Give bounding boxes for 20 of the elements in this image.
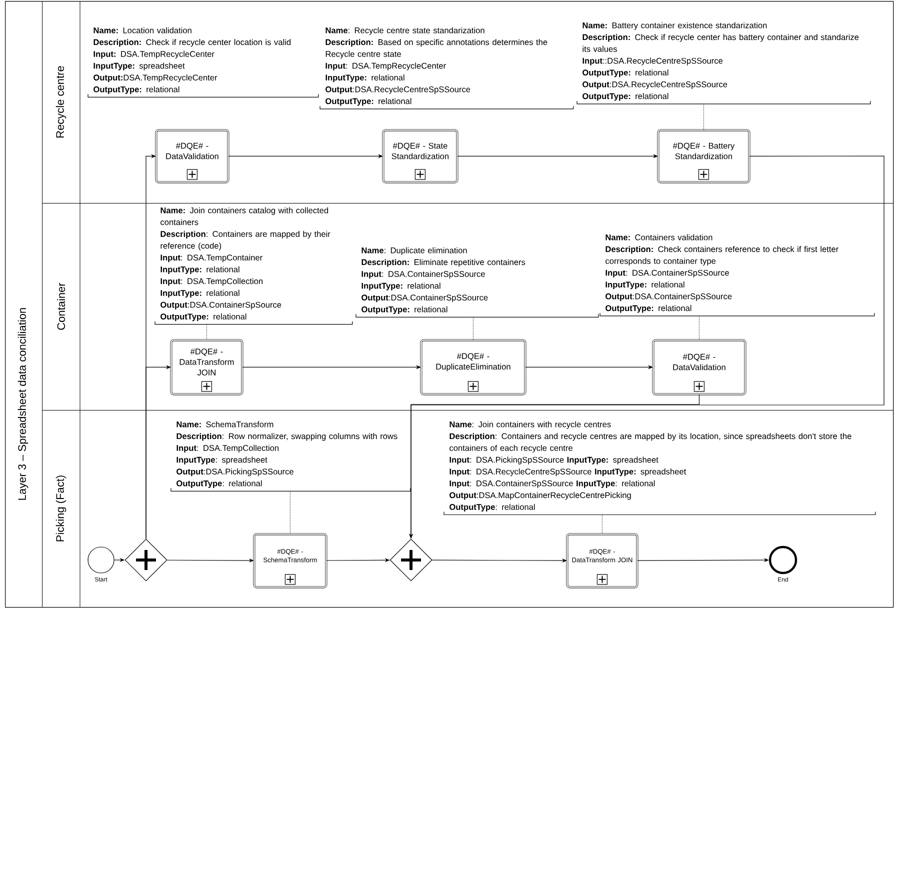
task-box: #DQE# - DuplicateElimination — [420, 339, 526, 396]
annotation: Name: Duplicate elimination Description: Eliminate repetitive containers Input: DSA.ContainerSpSSource InputType: relational Output:DSA.ContainerSpSSource OutputType: relational — [356, 247, 599, 318]
task-box: #DQE# - DataTransform JOIN — [170, 339, 244, 396]
association-line — [472, 316, 474, 340]
annotation: Name: Containers validation Description: Check containers reference to check if first letter corresponds to container type Input: DSA.ContainerSpSSource InputType: relational Output:DSA.ContainerSpSSource OutputType: relational — [600, 234, 875, 316]
annotation: Name: Join containers with recycle centres Description: Containers and recycle centres are mapped by its location, since spreadsheets don't store the containers of each recycle centre Input: DSA.PickingSpSSource InputType: spreadsheet Input: DSA.RecycleCentreSpSSource InputType: spreadsheet Input: DSA.ContainerSpSSource InputType: relational Output:DSA.MapContainerRecycleCentrePicking OutputType: relational — [444, 421, 876, 516]
association-line — [206, 324, 207, 340]
annotation: Name: Battery container existence standarization Description: Check if recycle center has battery container and standarize its values Input::DSA.RecycleCentreSpSSource OutputType: relational Output:DSA.RecycleCentreSpSSource OutputType: relational — [576, 22, 871, 104]
association-line — [703, 104, 704, 130]
annotation: Name: SchemaTransform Description: Row normalizer, swapping columns with rows Input: DSA.TempCollection InputType: spreadsheet Output:DSA.PickingSpSSource OutputType: relational — [170, 421, 411, 492]
task-box: #DQE# - DataValidation — [155, 129, 230, 184]
annotation: Name: Join containers catalog with collected containers Description: Containers are mapped by their reference (code) Input: DSA.TempContainer InputType: relational Input: DSA.TempCollection InputType: relational Output:DSA.ContainerSpSource OutputType: relational — [154, 207, 353, 325]
annotation: Name: Recycle centre state standarization Description: Based on specific annotations determines the Recycle centre state Input: DSA.TempRecycleCenter InputType: relational Output:DSA.RecycleCentreSpSSource OutputType: relational — [320, 27, 574, 110]
task-box: #DQE# - DataValidation — [652, 339, 746, 396]
gateway-diamond — [124, 538, 168, 582]
gateway-diamond — [390, 538, 432, 582]
annotation: Name: Location validation Description: Check if recycle center location is valid Input: DSA.TempRecycleCenter InputType: spreadsheet Output:DSA.TempRecycleCenter OutputType: relational — [88, 27, 319, 98]
association-line — [698, 316, 700, 340]
task-box: #DQE# - Battery Standardization — [657, 129, 750, 184]
task-box: #DQE# - State Standardization — [382, 129, 458, 184]
